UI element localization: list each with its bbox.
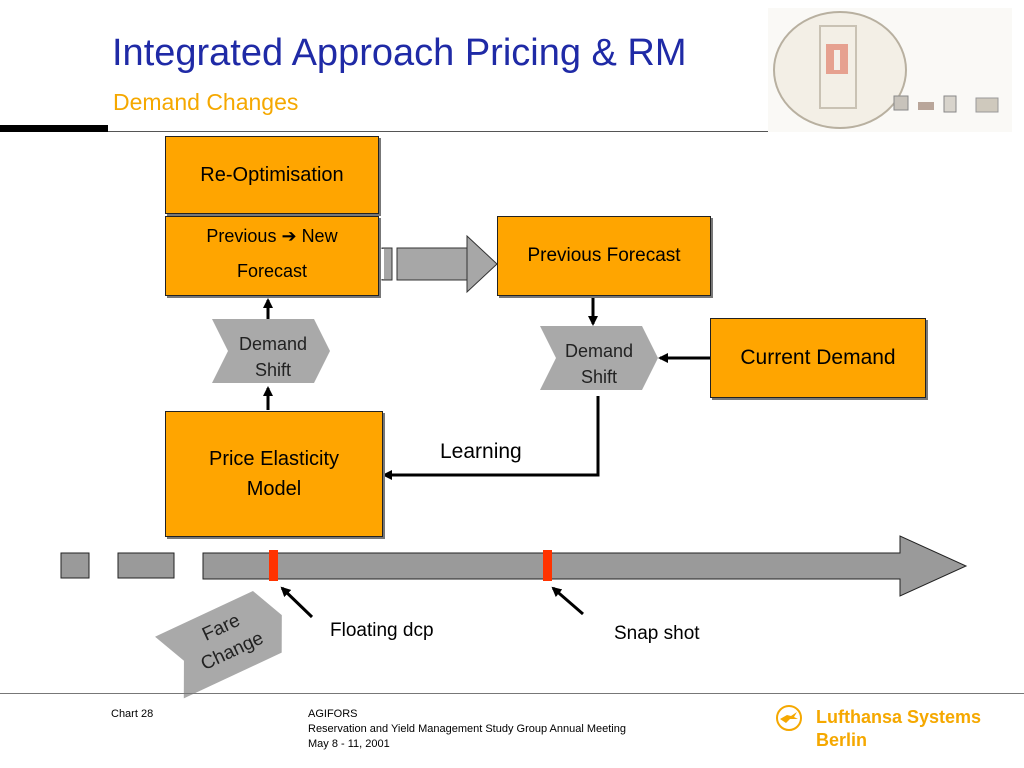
forecast-transfer-arrow	[380, 234, 498, 294]
timeline-segment-2	[117, 552, 175, 579]
forecast-new-label: New	[301, 226, 338, 246]
demand-shift-left-line2: Shift	[254, 360, 292, 380]
brand-name: Lufthansa Systems	[816, 707, 982, 727]
current-demand-label: Current Demand	[740, 346, 896, 369]
snap-shot-marker	[543, 550, 552, 581]
reoptimisation-label: Re-Optimisation	[200, 164, 344, 186]
footer-dates: May 8 - 11, 2001	[308, 738, 390, 750]
reoptimisation-box: Re-Optimisation	[165, 136, 379, 214]
header-rule	[108, 131, 1012, 132]
fare-change-chevron	[155, 591, 282, 699]
price-elasticity-box: Price Elasticity Model	[165, 411, 383, 537]
floating-dcp-marker	[269, 550, 278, 581]
snap-shot-label: Snap shot	[614, 623, 700, 644]
forecast-change-box: Previous ➔ New Forecast	[165, 216, 379, 296]
learning-label: Learning	[440, 440, 522, 463]
price-elasticity-label: Price Elasticity	[208, 448, 340, 470]
forecast-previous-label: Previous	[206, 226, 277, 246]
demand-shift-right-chevron	[540, 326, 658, 390]
crest-logo-icon	[768, 8, 1012, 132]
previous-forecast-box: Previous Forecast	[497, 216, 711, 296]
previous-forecast-label: Previous Forecast	[527, 245, 681, 266]
demand-shift-right-line1: Demand	[564, 341, 634, 361]
learning-arrow	[382, 396, 600, 480]
demand-shift-left-line1: Demand	[238, 334, 308, 354]
price-elasticity-model-label: Model	[246, 478, 302, 500]
footer-org: AGIFORS	[308, 708, 358, 720]
footer-event: Reservation and Yield Management Study G…	[308, 723, 626, 735]
floating-dcp-label: Floating dcp	[330, 620, 434, 641]
timeline-segment-1	[60, 552, 90, 579]
snap-shot-pointer	[551, 586, 584, 616]
header-accent-bar	[0, 125, 108, 132]
crane-logo-icon	[775, 704, 803, 737]
demand-shift-left-text: Demand Shift	[214, 331, 332, 383]
page-title: Integrated Approach Pricing & RM	[112, 32, 687, 74]
right-arrow-icon: ➔	[281, 226, 297, 246]
demand-shift-left-chevron	[212, 319, 330, 383]
current-demand-box: Current Demand	[710, 318, 926, 398]
chart-number: Chart 28	[111, 708, 154, 720]
timeline-arrow	[202, 535, 968, 597]
footer-rule	[0, 693, 1024, 694]
brand-city: Berlin	[816, 730, 868, 750]
page-subtitle: Demand Changes	[113, 89, 299, 115]
demand-shift-right-line2: Shift	[580, 367, 618, 387]
forecast-label: Forecast	[236, 261, 308, 281]
floating-dcp-pointer	[280, 586, 314, 619]
demand-shift-right-text: Demand Shift	[540, 338, 658, 390]
